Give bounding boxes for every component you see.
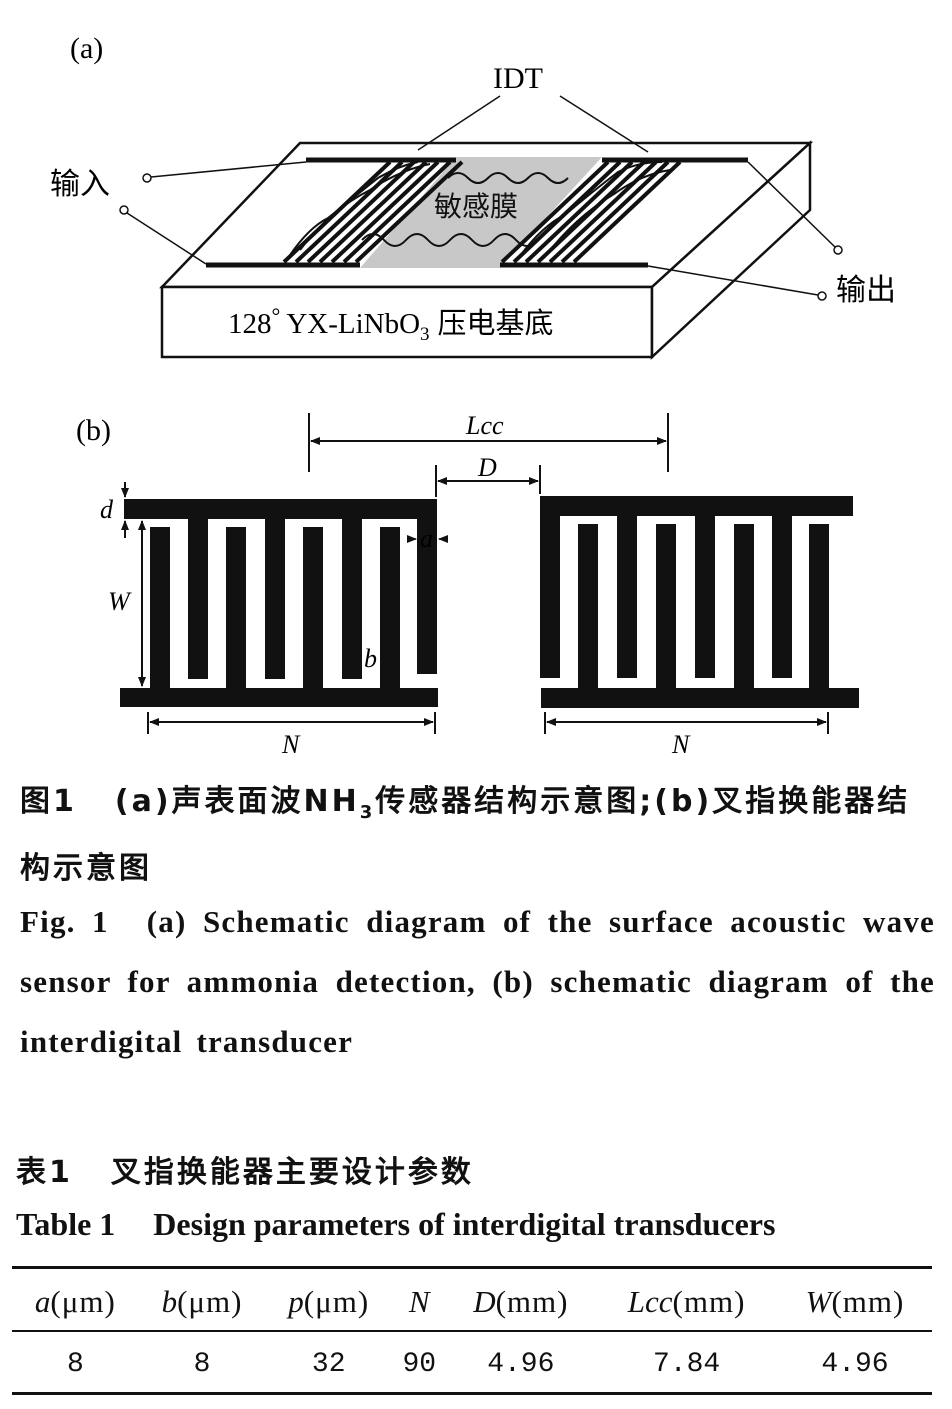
d-small-label: d bbox=[100, 495, 114, 524]
table-top-rule bbox=[12, 1266, 932, 1269]
idt-left bbox=[206, 157, 464, 268]
output-terminal-1 bbox=[833, 245, 843, 255]
cell-lcc: 7.84 bbox=[652, 1348, 721, 1380]
output-lead-2 bbox=[647, 265, 819, 296]
b-label: b bbox=[364, 644, 377, 673]
table-bottom-rule bbox=[12, 1392, 932, 1395]
panel-a: (a) 敏感膜 bbox=[50, 32, 896, 360]
busbar-top-left bbox=[124, 499, 437, 519]
panel-a-label: (a) bbox=[70, 32, 103, 65]
output-label: 输出 bbox=[836, 273, 896, 308]
busbar-bottom-left bbox=[120, 688, 438, 707]
table-number-cn: 表1 bbox=[16, 1155, 73, 1190]
busbar-bottom-right bbox=[541, 688, 859, 708]
input-lead-2 bbox=[126, 212, 207, 265]
cell-n: 90 bbox=[402, 1348, 437, 1380]
figure-number-cn: 图1 bbox=[20, 784, 77, 819]
header-n: N bbox=[408, 1284, 430, 1319]
idt-comb-left bbox=[120, 499, 438, 707]
table-header-row: a(μm) b(μm) p(μm) N D(mm) Lcc(mm) W(mm) bbox=[12, 1272, 932, 1332]
figure-1: (a) 敏感膜 bbox=[50, 32, 896, 759]
cell-b: 8 bbox=[193, 1348, 211, 1380]
panel-b-label: (b) bbox=[76, 414, 111, 447]
output-lead-1 bbox=[747, 161, 836, 248]
w-label: W bbox=[108, 587, 132, 616]
cell-a: 8 bbox=[66, 1348, 84, 1380]
cell-p: 32 bbox=[311, 1348, 346, 1380]
sensitive-film bbox=[360, 157, 602, 268]
table-row: 8 8 32 90 4.96 7.84 4.96 bbox=[12, 1332, 932, 1396]
input-terminal-2 bbox=[119, 205, 129, 215]
header-d: D(mm) bbox=[473, 1284, 569, 1319]
a-label: a bbox=[420, 524, 433, 553]
input-terminal-1 bbox=[142, 173, 152, 183]
substrate-side-face bbox=[650, 140, 812, 360]
header-p: p(μm) bbox=[288, 1284, 370, 1319]
cell-w: 4.96 bbox=[821, 1348, 889, 1380]
table-mid-rule bbox=[12, 1330, 932, 1332]
film-label: 敏感膜 bbox=[434, 190, 518, 223]
figure-caption-cn: 图1(a)声表面波NH3传感器结构示意图;(b)叉指换能器结构示意图 bbox=[20, 784, 911, 886]
header-lcc: Lcc(mm) bbox=[627, 1284, 746, 1319]
header-w: W(mm) bbox=[805, 1284, 905, 1319]
n-left-label: N bbox=[281, 730, 301, 759]
n-right-label: N bbox=[671, 730, 691, 759]
acoustic-wave-lower bbox=[361, 233, 539, 247]
figure-number-en: Fig. 1 bbox=[20, 904, 109, 939]
cell-d: 4.96 bbox=[487, 1348, 555, 1380]
output-terminal-2 bbox=[817, 291, 827, 301]
header-a: a(μm) bbox=[34, 1284, 116, 1319]
figure-caption-en: Fig. 1(a) Schematic diagram of the surfa… bbox=[20, 904, 936, 1059]
d-gap-label: D bbox=[477, 453, 497, 482]
input-label: 输入 bbox=[50, 167, 110, 202]
idt-leader-left bbox=[417, 95, 501, 151]
panel-b: (b) bbox=[76, 411, 859, 759]
lcc-label: Lcc bbox=[465, 411, 504, 440]
design-parameters-table: a(μm) b(μm) p(μm) N D(mm) Lcc(mm) W(mm) … bbox=[12, 1272, 932, 1396]
idt-label: IDT bbox=[493, 62, 543, 95]
busbar-top-right bbox=[540, 496, 853, 516]
idt-right bbox=[500, 157, 748, 268]
idt-leader-right bbox=[559, 95, 649, 153]
input-lead-1 bbox=[150, 161, 307, 178]
header-b: b(μm) bbox=[161, 1284, 243, 1319]
idt-comb-right bbox=[540, 496, 859, 708]
acoustic-wave-upper bbox=[447, 172, 569, 184]
table-number-en: Table 1 bbox=[16, 1206, 116, 1242]
